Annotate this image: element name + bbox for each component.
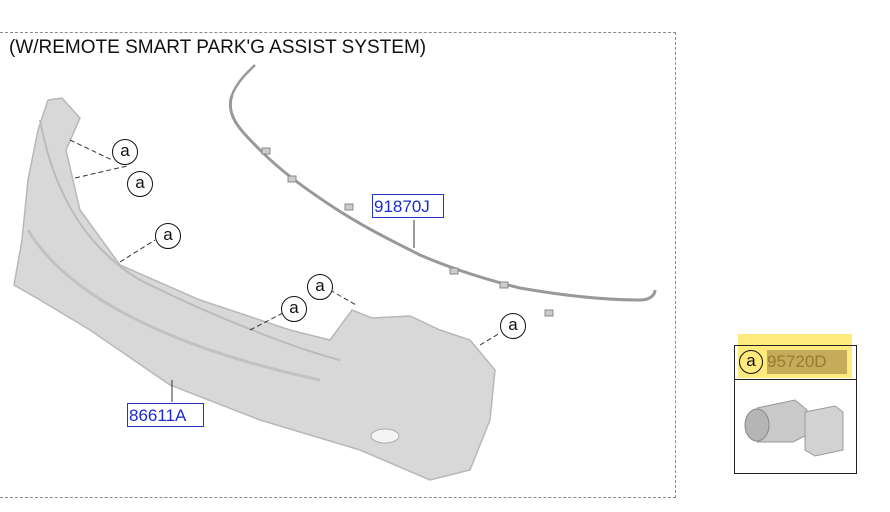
callout-a-2[interactable]: a [127,171,153,197]
callout-a-1[interactable]: a [112,139,138,165]
bumper-cover-shape [13,97,496,481]
part-link-91870J[interactable]: 91870J [372,194,444,218]
diagram-title: (W/REMOTE SMART PARK'G ASSIST SYSTEM) [9,37,427,58]
sensor-panel: a 95720D [734,345,857,474]
part-link-86611A[interactable]: 86611A [127,403,204,427]
sensor-callout-a[interactable]: a [739,350,763,374]
callout-a-4[interactable]: a [307,274,333,300]
parking-sensor-image [744,399,844,457]
part-link-95720D[interactable]: 95720D [767,350,847,374]
callout-a-3[interactable]: a [155,223,181,249]
wiring-harness-shape [228,94,657,302]
callout-a-6[interactable]: a [500,313,526,339]
callout-a-5[interactable]: a [281,296,307,322]
diagram-frame [0,32,676,498]
